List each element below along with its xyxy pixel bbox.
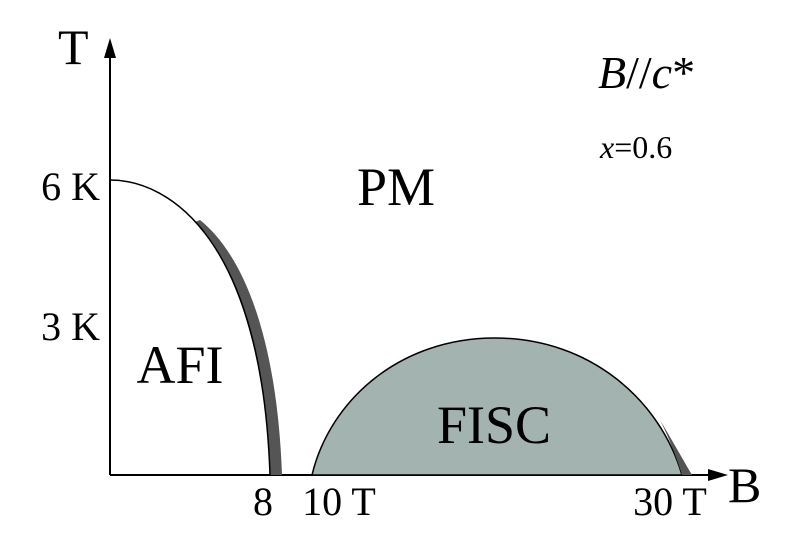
fisc-region xyxy=(311,337,684,476)
region-afi-label: AFI xyxy=(136,335,223,395)
field-separator: // xyxy=(626,47,652,98)
x-tick-10t: 10 T xyxy=(302,479,376,524)
region-pm-label: PM xyxy=(357,157,435,217)
t-axis-label: T xyxy=(58,19,89,75)
x-tick-8: 8 xyxy=(253,479,273,524)
b-axis-label: B xyxy=(728,457,761,513)
x-tick-30t: 30 T xyxy=(633,479,707,524)
field-star: * xyxy=(672,47,695,98)
field-axis: c xyxy=(652,47,672,98)
composition-value: =0.6 xyxy=(614,129,672,165)
composition-label: x=0.6 xyxy=(599,129,672,165)
afi-boundary-shade xyxy=(195,220,282,475)
afi-boundary-curve xyxy=(109,179,271,476)
composition-var: x xyxy=(599,129,614,165)
y-tick-3k: 3 K xyxy=(41,304,100,349)
fisc-boundary-shade xyxy=(660,420,692,475)
region-fisc-label: FISC xyxy=(437,395,551,455)
field-symbol: B xyxy=(598,47,626,98)
y-tick-6k: 6 K xyxy=(41,164,100,209)
t-axis-arrowhead xyxy=(104,38,116,58)
field-condition: B//c* xyxy=(598,47,695,98)
b-axis-arrowhead xyxy=(708,469,728,481)
